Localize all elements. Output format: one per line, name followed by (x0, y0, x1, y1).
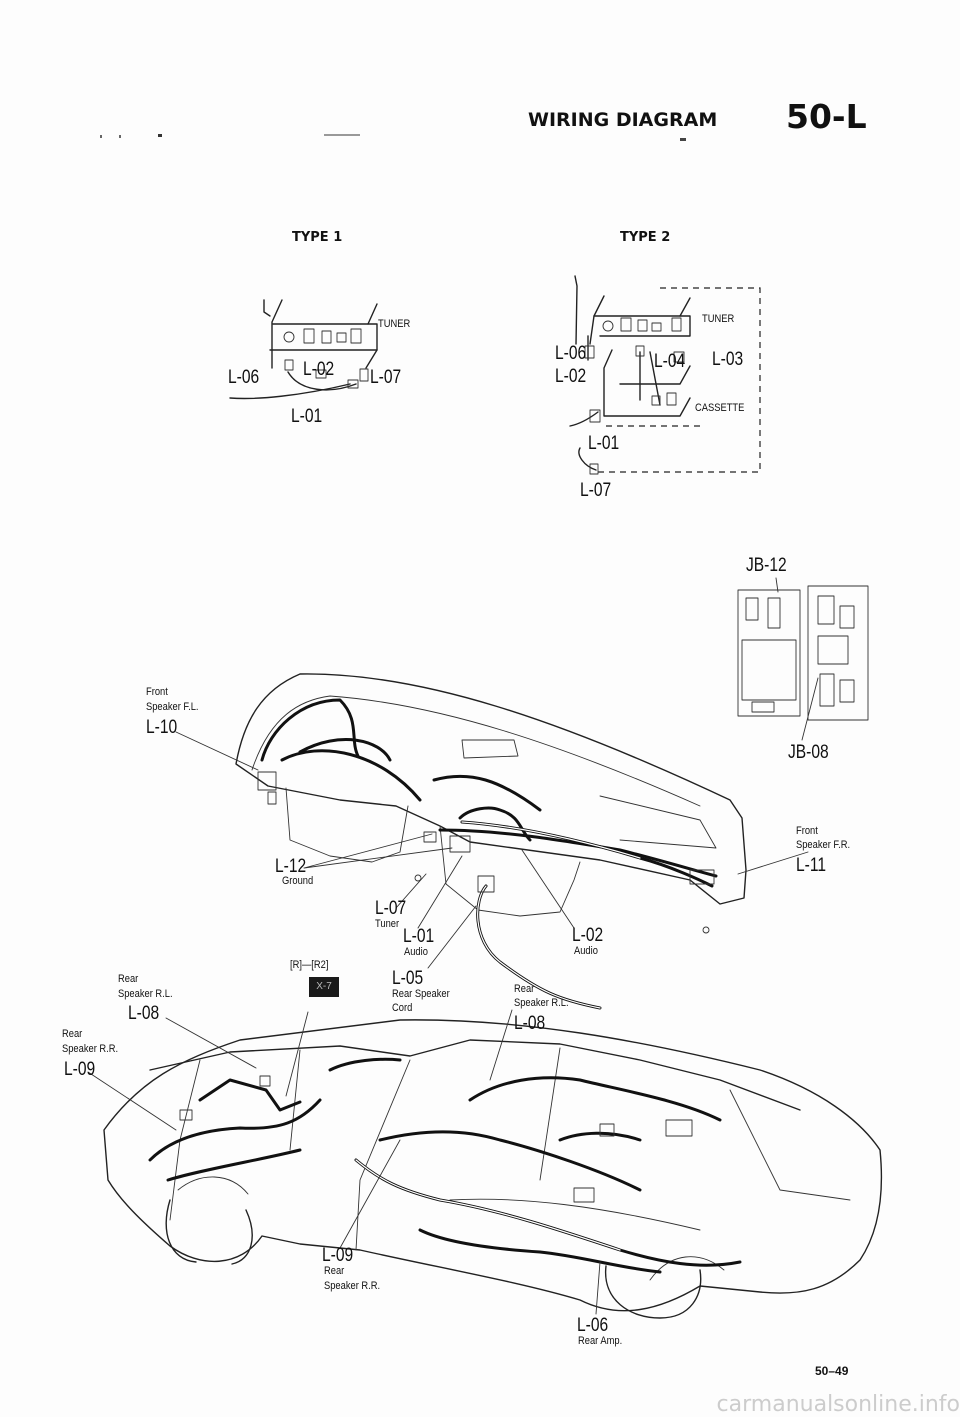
rear-rl-left-line1: Rear (118, 973, 139, 985)
rear-amp-code: L-06 (577, 1315, 609, 1336)
front-fl-line1: Front (146, 686, 168, 698)
type2-label-l01: L-01 (588, 433, 620, 454)
type2-label-l04: L-04 (654, 351, 686, 372)
front-fl-line2: Speaker F.L. (146, 701, 199, 713)
tuner-code: L-07 (375, 898, 407, 919)
type2-label-l06: L-06 (555, 343, 587, 364)
diagram-title: WIRING DIAGRAM (528, 109, 718, 131)
car-body (103, 1019, 883, 1319)
junction-label-top: JB-12 (746, 555, 787, 576)
front-fr-code: L-11 (796, 855, 827, 876)
rear-rl-mid-code: L-08 (514, 1013, 546, 1034)
rear-rr-left-line2: Speaker R.R. (62, 1043, 119, 1055)
type1-tuner-label: TUNER (378, 318, 411, 330)
rear-rr-left-code: L-09 (64, 1059, 96, 1080)
connector-ref-badge: X-7 (309, 977, 339, 997)
tuner-desc: Tuner (375, 918, 400, 930)
rear-rr-bottom-line2: Speaker R.R. (324, 1280, 381, 1292)
type2-unit (569, 275, 761, 475)
type1-unit (229, 299, 378, 400)
front-fl-code: L-10 (146, 717, 178, 738)
audio2-desc: Audio (574, 945, 598, 957)
rear-rl-mid-line2: Speaker R.L. (514, 997, 569, 1009)
ground-code: L-12 (275, 856, 307, 877)
dashboard-assembly (235, 673, 747, 1010)
audio1-code: L-01 (403, 926, 435, 947)
connector-ref-label: [R]—[R2] (290, 959, 329, 971)
rear-speaker-cord-line1: Rear Speaker (392, 988, 450, 1000)
type1-label-l01: L-01 (291, 406, 323, 427)
diagram-code: 50-L (786, 97, 867, 136)
type1-heading: TYPE 1 (292, 230, 343, 245)
type2-heading: TYPE 2 (620, 230, 671, 245)
type1-label-l06: L-06 (228, 367, 260, 388)
page-number: 50–49 (815, 1364, 849, 1378)
rear-speaker-cord-code: L-05 (392, 968, 424, 989)
rear-rr-left-line1: Rear (62, 1028, 83, 1040)
rear-rl-mid-line1: Rear (514, 983, 535, 995)
type1-label-l02: L-02 (303, 359, 335, 380)
front-fr-line1: Front (796, 825, 818, 837)
type2-cassette-label: CASSETTE (695, 402, 745, 414)
ground-desc: Ground (282, 875, 314, 887)
front-fr-line2: Speaker F.R. (796, 839, 851, 851)
rear-rr-bottom-line1: Rear (324, 1265, 345, 1277)
rear-rr-bottom-code: L-09 (322, 1245, 354, 1266)
junction-boxes (737, 577, 869, 741)
type2-tuner-label: TUNER (702, 313, 735, 325)
junction-label-bottom: JB-08 (788, 742, 829, 763)
rear-speaker-cord-line2: Cord (392, 1002, 413, 1014)
audio1-desc: Audio (404, 946, 428, 958)
header-specks (100, 134, 686, 141)
type2-label-l03: L-03 (712, 349, 744, 370)
type2-label-l07: L-07 (580, 480, 612, 501)
type2-label-l02: L-02 (555, 366, 587, 387)
audio2-code: L-02 (572, 925, 604, 946)
type1-label-l07: L-07 (370, 367, 402, 388)
rear-rl-left-code: L-08 (128, 1003, 160, 1024)
leader-lines (87, 731, 809, 1315)
rear-amp-desc: Rear Amp. (578, 1335, 623, 1347)
rear-rl-left-line2: Speaker R.L. (118, 988, 173, 1000)
watermark: carmanualsonline.info (716, 1392, 960, 1417)
